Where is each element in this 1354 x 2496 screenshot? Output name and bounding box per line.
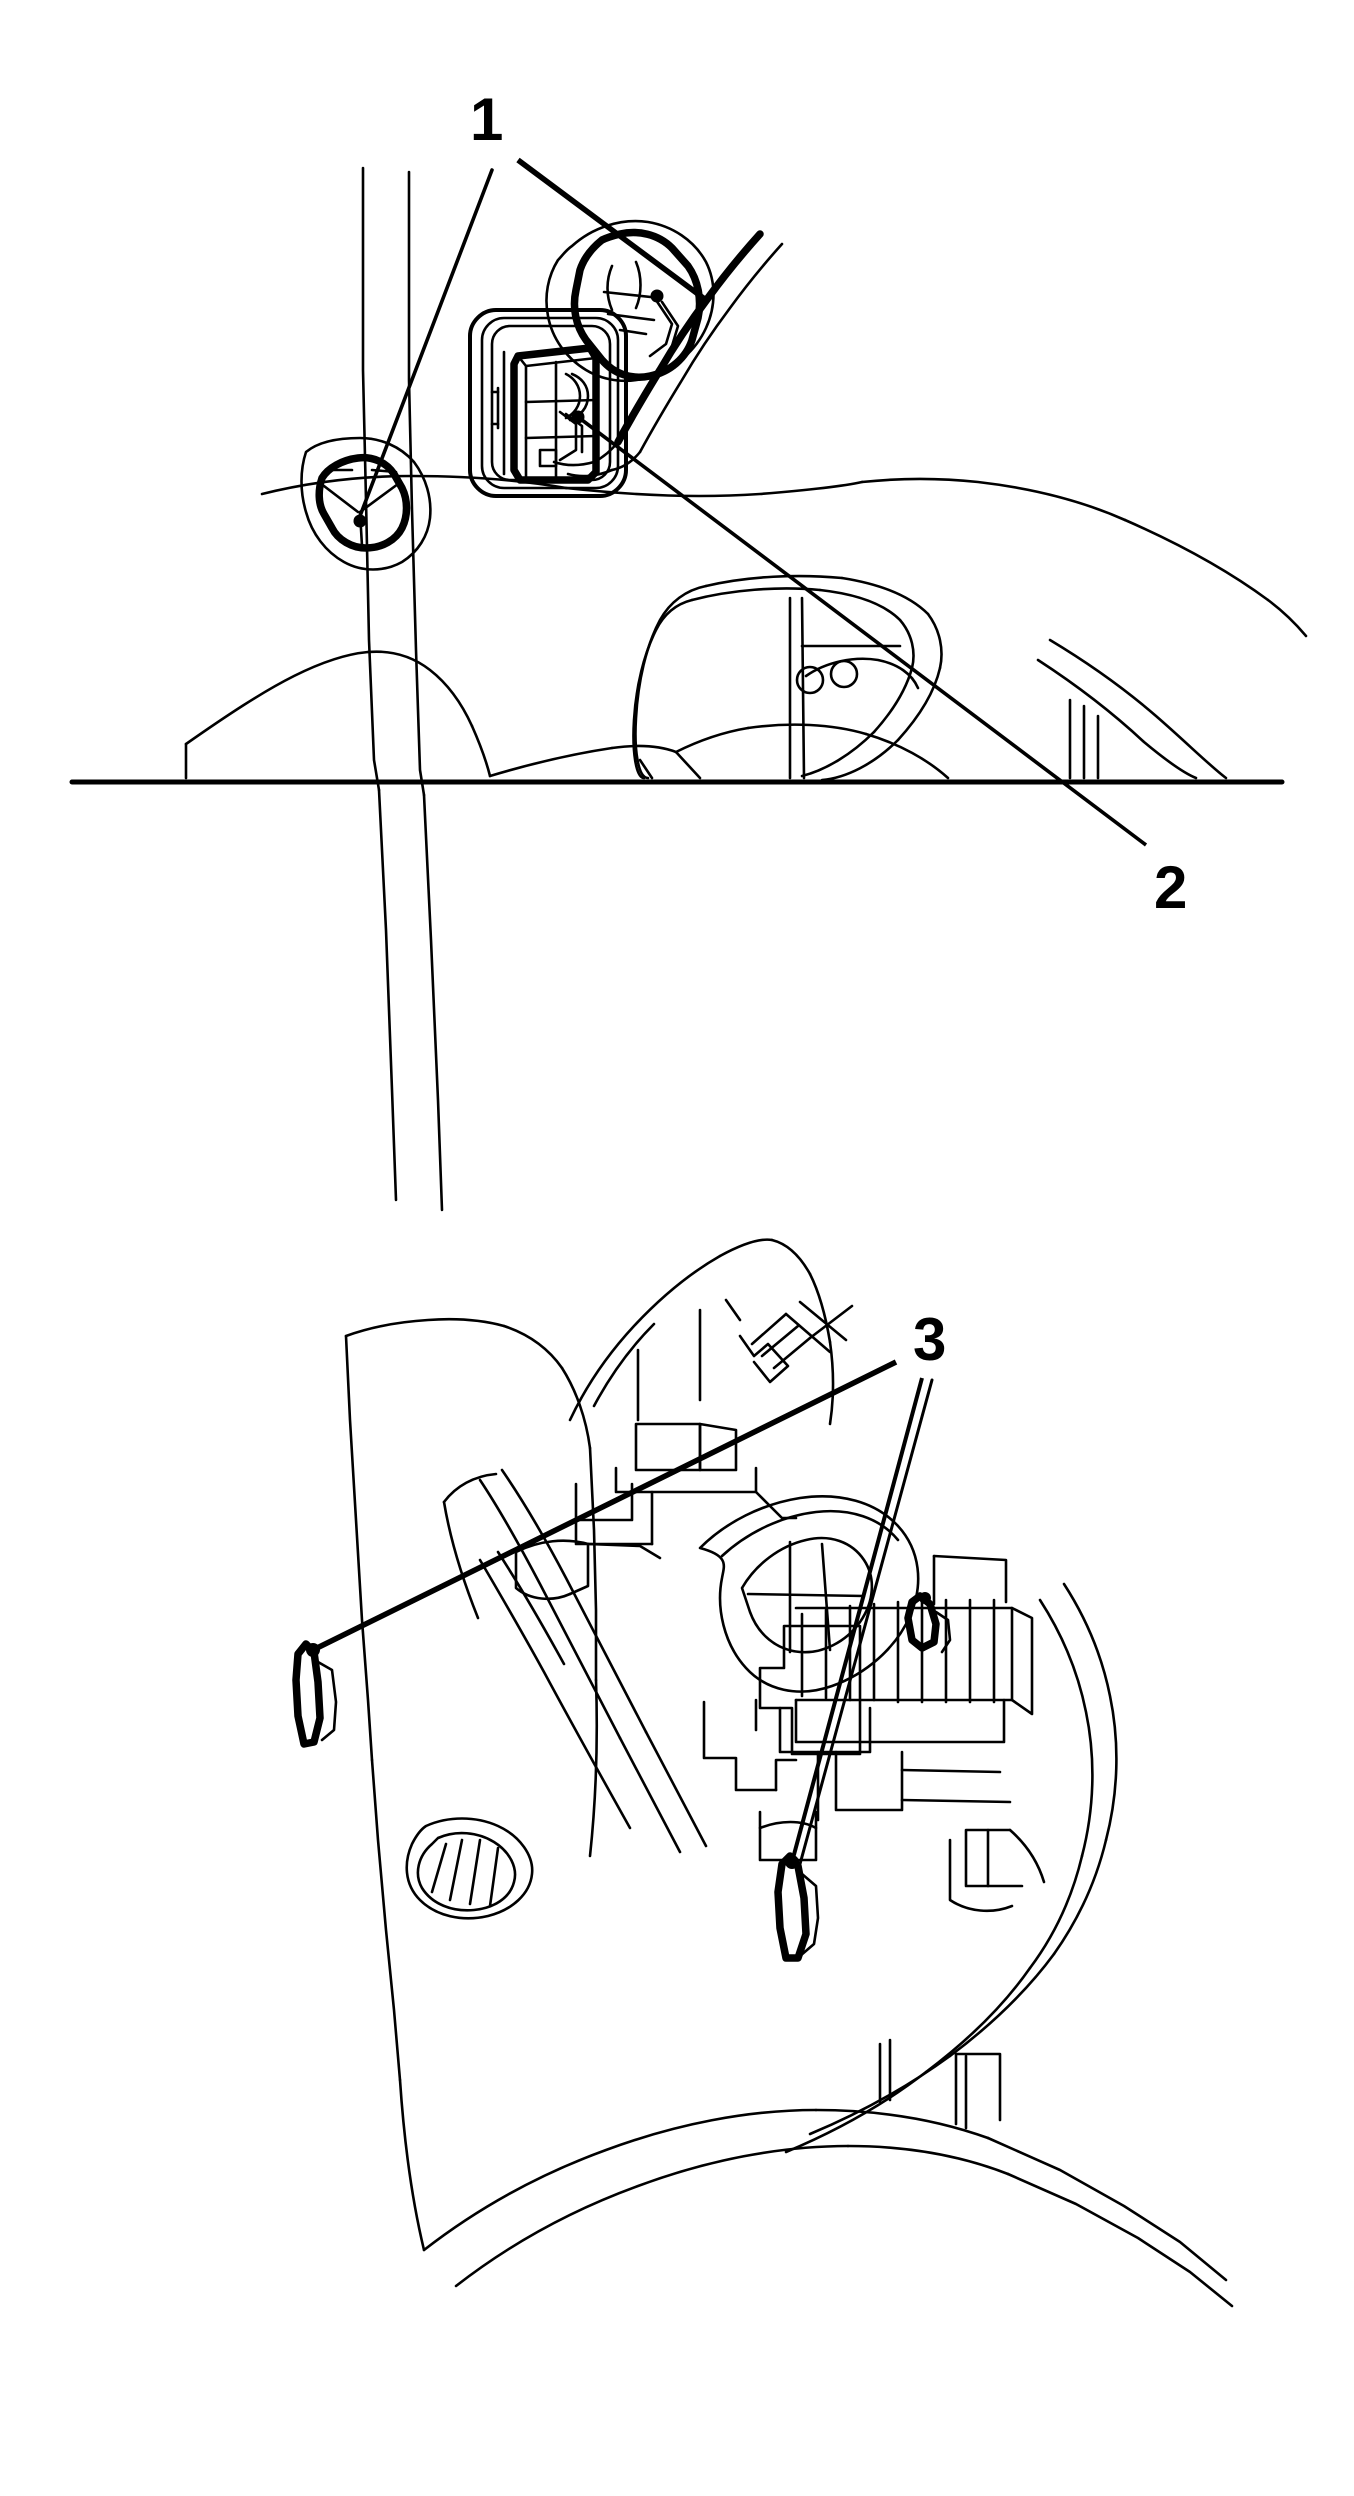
retainer-left <box>292 1640 338 1748</box>
speaker-grille <box>405 1817 534 1920</box>
callout-label-1: 1 <box>470 86 503 153</box>
upper-panel: 1 2 <box>184 86 1308 1212</box>
grommet-oval <box>698 1495 920 1693</box>
right-body-lines <box>1036 638 1228 780</box>
lower-panel: 3 <box>292 1238 1234 2308</box>
callout-3-leaders <box>311 1359 934 1866</box>
pillar-trim-lines <box>361 166 444 1212</box>
retainer-right <box>774 1852 820 1962</box>
clip-lower-left <box>300 436 432 571</box>
callout-label-3: 3 <box>913 1306 946 1373</box>
body-panel-contours <box>184 474 1308 780</box>
door-sill <box>422 2038 1234 2308</box>
door-inner-panel <box>344 1317 599 2252</box>
electrical-connector <box>510 344 600 484</box>
connector-bank <box>758 1554 1034 1756</box>
callout-2-leader <box>576 415 1148 847</box>
hood-contour <box>568 1238 835 1426</box>
retainer-upper-right <box>904 1592 952 1654</box>
handle-recess <box>632 574 943 782</box>
clip-upper-right <box>545 219 715 383</box>
callout-1-leaders <box>358 157 708 518</box>
connector-housing <box>468 308 628 498</box>
harness-loom <box>442 1468 708 1854</box>
door-shell-right <box>784 1582 1118 2154</box>
callout-label-2: 2 <box>1154 854 1187 921</box>
latch-assembly <box>574 1300 854 1546</box>
lower-bracket <box>702 1698 1012 1862</box>
